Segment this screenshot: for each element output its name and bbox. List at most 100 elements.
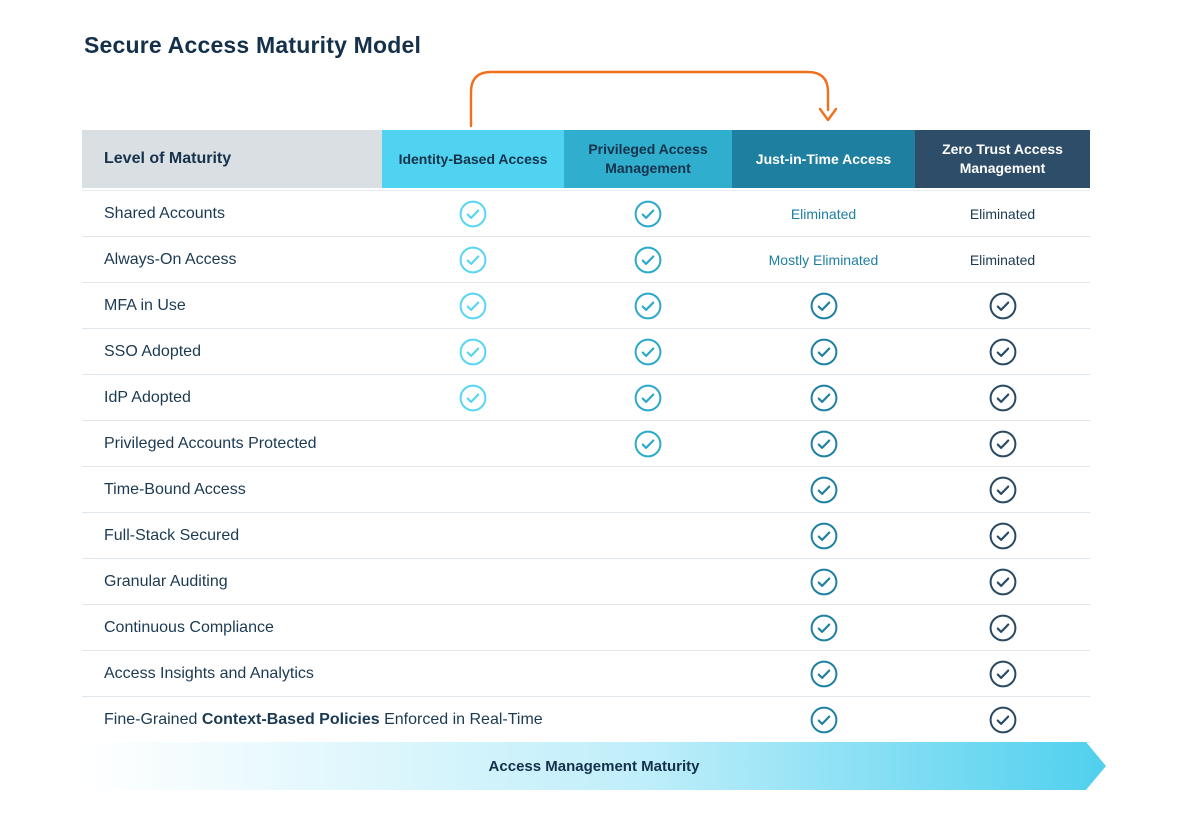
check-icon (989, 338, 1016, 365)
table-row: Access Insights and Analytics (82, 651, 1090, 697)
row-label: SSO Adopted (104, 342, 201, 360)
table-row: Continuous Compliance (82, 605, 1090, 651)
cell-check (915, 706, 1090, 734)
cell-check (732, 660, 915, 688)
check-icon (810, 338, 837, 365)
column-header: Privileged Access Management (564, 130, 732, 188)
table-row: SSO Adopted (82, 329, 1090, 375)
cell-check (915, 292, 1090, 320)
cell-check (382, 384, 564, 412)
cell-check (915, 660, 1090, 688)
check-icon (989, 614, 1016, 641)
cell-check (564, 246, 732, 274)
cell-status-text: Mostly Eliminated (768, 251, 879, 268)
check-icon (634, 246, 662, 273)
check-icon (810, 706, 837, 733)
check-icon (989, 476, 1016, 503)
row-label: Continuous Compliance (104, 618, 274, 636)
row-label: Full-Stack Secured (104, 526, 240, 544)
row-label: IdP Adopted (104, 388, 191, 406)
table-row: Always-On Access Mostly Eliminated Elimin… (82, 237, 1090, 283)
table-row: Full-Stack Secured (82, 513, 1090, 559)
cell-status-text: Eliminated (969, 205, 1036, 222)
cell-check (732, 430, 915, 458)
check-icon (810, 384, 837, 411)
row-label: Shared Accounts (104, 204, 225, 222)
check-icon (989, 706, 1016, 733)
cell-check (915, 522, 1090, 550)
check-icon (810, 430, 837, 457)
check-icon (459, 384, 487, 411)
cell-check (382, 338, 564, 366)
table-row: IdP Adopted (82, 375, 1090, 421)
cell-check (732, 614, 915, 642)
check-icon (634, 338, 662, 365)
table-row: Granular Auditing (82, 559, 1090, 605)
cell-check (564, 384, 732, 412)
table-row: MFA in Use (82, 283, 1090, 329)
footer-banner-label: Access Management Maturity (488, 757, 700, 775)
table-row: Fine-Grained Context-Based Policies Enfo… (82, 697, 1090, 743)
cell-check (915, 384, 1090, 412)
cell-check (732, 568, 915, 596)
check-icon (989, 384, 1016, 411)
row-label: Privileged Accounts Protected (104, 434, 317, 452)
check-icon (810, 660, 837, 687)
check-icon (810, 522, 837, 549)
table-row: Time-Bound Access (82, 467, 1090, 513)
check-icon (989, 522, 1016, 549)
row-label: Always-On Access (104, 250, 237, 268)
cell-check (915, 338, 1090, 366)
cell-check (382, 292, 564, 320)
cell-check (732, 706, 915, 734)
check-icon (989, 660, 1016, 687)
row-label: Time-Bound Access (104, 480, 246, 498)
cell-check (732, 522, 915, 550)
cell-check (915, 430, 1090, 458)
table-row: Shared Accounts Eliminated Eliminated (82, 190, 1090, 237)
check-icon (989, 430, 1016, 457)
check-icon (989, 292, 1016, 319)
check-icon (989, 568, 1016, 595)
row-label: MFA in Use (104, 296, 186, 314)
column-header: Identity-Based Access (382, 130, 564, 188)
check-icon (810, 476, 837, 503)
check-icon (459, 246, 487, 273)
page-title: Secure Access Maturity Model (84, 32, 422, 58)
check-icon (634, 292, 662, 319)
table-row: Privileged Accounts Protected (82, 421, 1090, 467)
cell-check (732, 384, 915, 412)
check-icon (810, 292, 837, 319)
cell-status-text: Eliminated (969, 251, 1036, 268)
cell-check (915, 476, 1090, 504)
cell-status-text: Eliminated (790, 205, 857, 222)
check-icon (810, 568, 837, 595)
cell-check (915, 568, 1090, 596)
row-label: Fine-Grained Context-Based Policies Enfo… (104, 710, 543, 728)
check-icon (634, 430, 662, 457)
cell-check (564, 430, 732, 458)
row-header-cell: Level of Maturity (82, 130, 382, 188)
cell-check (564, 292, 732, 320)
check-icon (459, 200, 487, 227)
row-label: Access Insights and Analytics (104, 664, 314, 682)
cell-check (732, 476, 915, 504)
cell-check (564, 200, 732, 228)
check-icon (459, 292, 487, 319)
cell-check (915, 614, 1090, 642)
curved-arrow-icon (469, 70, 838, 128)
row-label: Granular Auditing (104, 572, 228, 590)
check-icon (634, 384, 662, 411)
cell-check (732, 338, 915, 366)
cell-check (382, 246, 564, 274)
column-header: Zero Trust Access Management (915, 130, 1090, 188)
check-icon (810, 614, 837, 641)
check-icon (459, 338, 487, 365)
cell-check (732, 292, 915, 320)
cell-check (382, 200, 564, 228)
check-icon (634, 200, 662, 227)
